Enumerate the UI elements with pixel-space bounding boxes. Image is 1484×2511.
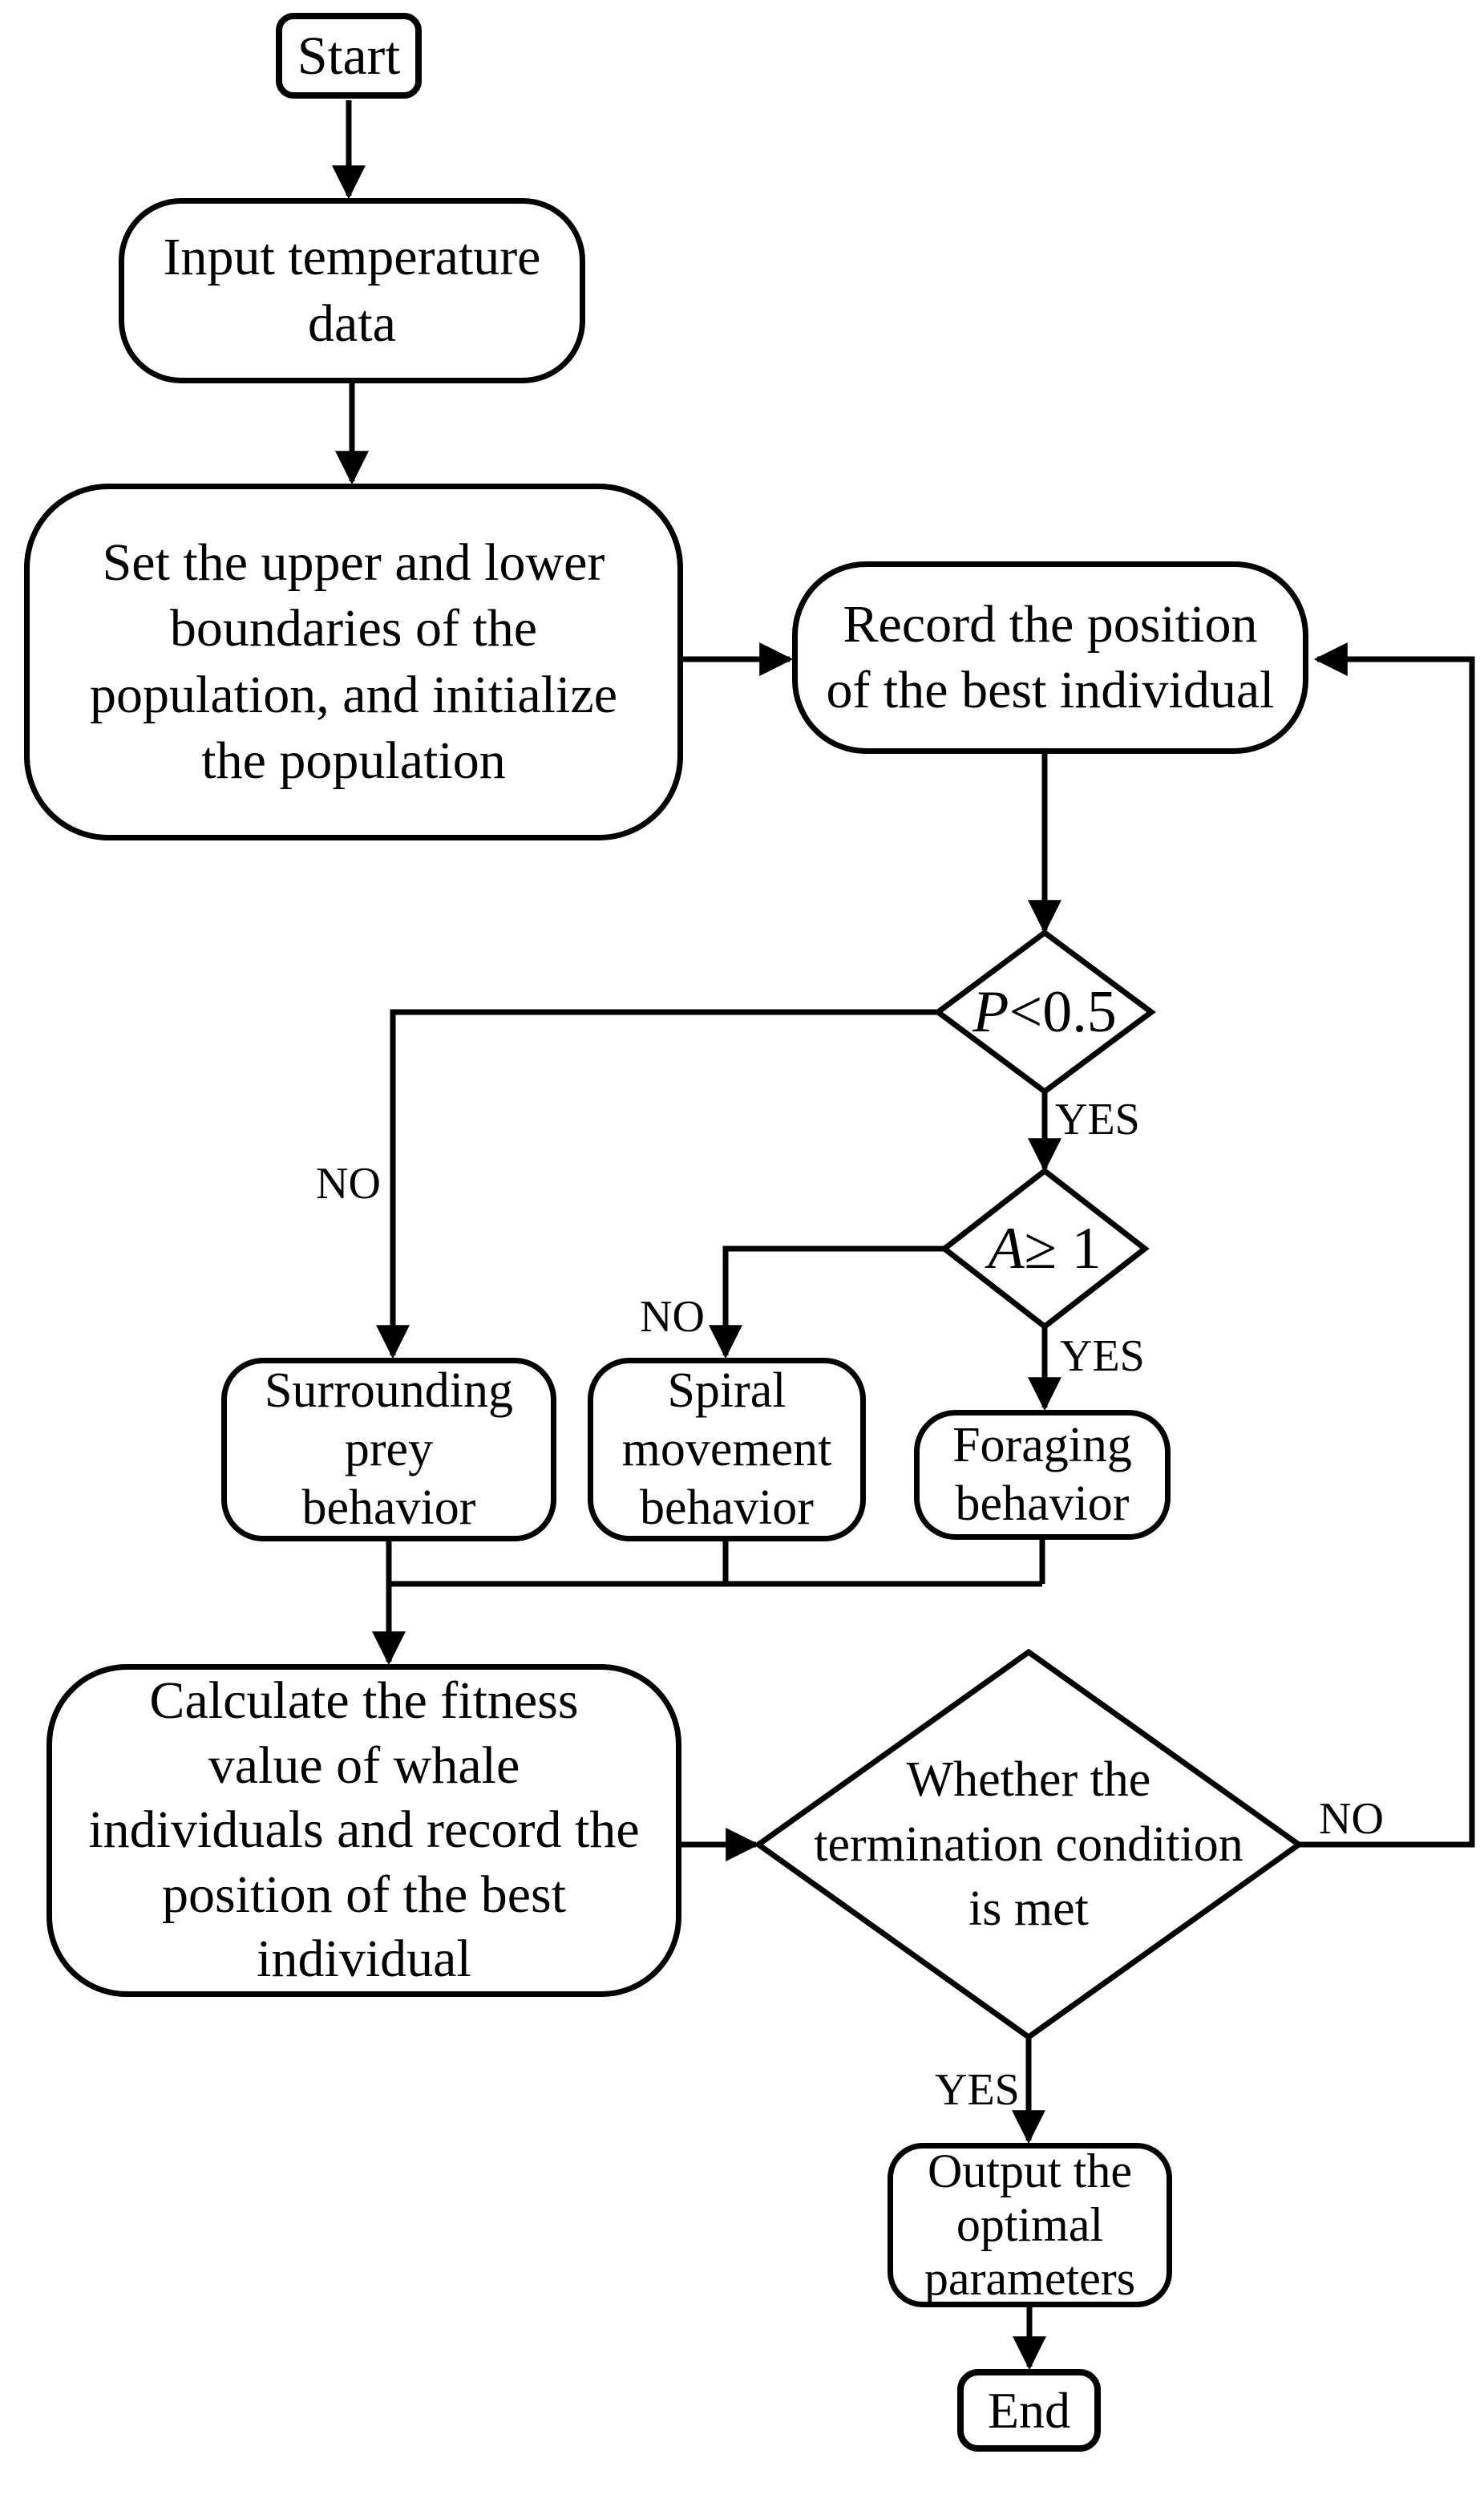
start-label: Start	[297, 25, 401, 86]
node-text-line: Set the upper and lower	[102, 533, 605, 592]
node-text-line: Input temperature	[163, 228, 541, 286]
a-operator-value: ≥ 1	[1024, 1215, 1102, 1282]
a-decision-text: A≥ 1	[944, 1209, 1145, 1289]
end-node: End	[957, 2369, 1101, 2452]
input-temperature-node: Input temperature data	[119, 198, 585, 383]
p-decision-text: P<0.5	[938, 972, 1151, 1052]
a-decision-yes-label: YES	[1060, 1331, 1145, 1381]
spiral-movement-node: Spiral movement behavior	[588, 1358, 866, 1541]
node-text-line: Output the	[928, 2144, 1132, 2197]
a-condition: A≥ 1	[988, 1215, 1101, 1283]
node-text-line: value of whale	[208, 1735, 520, 1795]
edge-a-no-to-spiral	[709, 1245, 944, 1359]
node-text-line: Calculate the fitness	[149, 1671, 579, 1731]
node-text-line: boundaries of the	[169, 599, 538, 658]
a-variable: A	[988, 1215, 1025, 1282]
node-text-line: position of the best	[161, 1865, 567, 1924]
node-text-line: the population	[201, 731, 506, 790]
edge-termination-no-loop-to-record	[1299, 642, 1475, 1848]
termination-decision-diamond	[753, 1648, 1304, 2041]
p-operator-value: <0.5	[1009, 978, 1117, 1045]
p-condition: P<0.5	[972, 978, 1116, 1047]
node-text-line: movement	[621, 1421, 832, 1476]
node-text-line: Spiral	[667, 1363, 786, 1418]
node-text-line: data	[308, 294, 396, 353]
p-decision-diamond	[933, 929, 1156, 1096]
edge-p-no-to-surrounding	[376, 1009, 938, 1359]
p-decision-yes-label: YES	[1055, 1095, 1140, 1144]
start-node: Start	[276, 13, 422, 99]
a-decision-no-label: NO	[640, 1292, 705, 1342]
node-text-line: behavior	[301, 1480, 476, 1536]
node-text-line: parameters	[924, 2252, 1136, 2306]
node-text-line: Whether the	[906, 1752, 1151, 1808]
record-best-position-node: Record the position of the best individu…	[792, 561, 1308, 754]
node-text-line: Foraging	[952, 1417, 1132, 1472]
p-decision-no-label: NO	[316, 1159, 381, 1209]
termination-decision-text: Whether the termination condition is met	[758, 1732, 1299, 1957]
foraging-behavior-node: Foraging behavior	[914, 1410, 1171, 1540]
node-text-line: optimal	[956, 2197, 1104, 2251]
end-label: End	[987, 2381, 1071, 2439]
node-text-line: of the best individual	[826, 661, 1275, 719]
termination-no-label: NO	[1319, 1794, 1384, 1844]
output-parameters-node: Output the optimal parameters	[888, 2143, 1172, 2307]
node-text-line: termination condition	[814, 1816, 1243, 1872]
surrounding-prey-node: Surrounding prey behavior	[221, 1358, 556, 1541]
node-text-line: is met	[968, 1881, 1089, 1937]
calculate-fitness-node: Calculate the fitness value of whale ind…	[47, 1664, 681, 1997]
termination-yes-label: YES	[935, 2065, 1020, 2115]
node-text-line: population, and initialize	[89, 665, 617, 724]
node-text-line: individuals and record the	[88, 1800, 640, 1860]
node-text-line: prey	[344, 1421, 434, 1476]
a-decision-diamond	[940, 1167, 1150, 1330]
node-text-line: individual	[257, 1930, 471, 1989]
init-population-node: Set the upper and lower boundaries of th…	[24, 484, 683, 840]
node-text-line: Surrounding	[265, 1363, 513, 1418]
node-text-line: Record the position	[843, 594, 1258, 654]
p-variable: P	[972, 978, 1009, 1045]
edge-behaviors-merge	[386, 1540, 1045, 1587]
node-text-line: behavior	[955, 1476, 1130, 1531]
node-text-line: behavior	[640, 1480, 814, 1536]
